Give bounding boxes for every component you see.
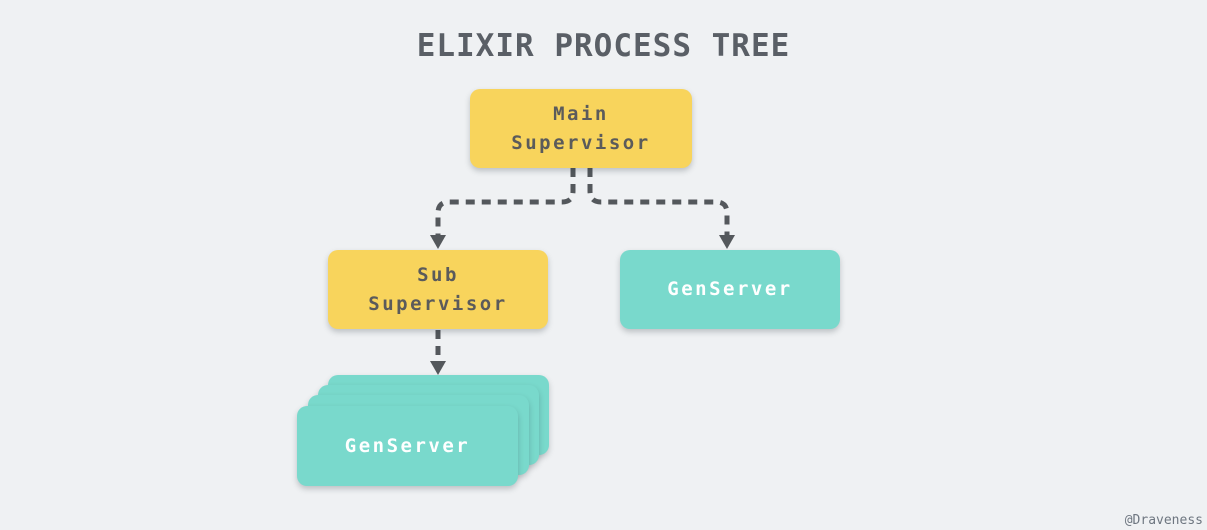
arrowhead-icon (430, 235, 446, 249)
edge-main-to-genserver (587, 168, 730, 235)
watermark-credit: @Draveness (1124, 513, 1203, 528)
node-genserver: GenServer (620, 250, 840, 329)
arrowhead-icon (430, 361, 446, 375)
node-sub-supervisor: Sub Supervisor (328, 250, 548, 329)
edge-main-to-sub (435, 168, 576, 235)
diagram-title: ELIXIR PROCESS TREE (416, 28, 791, 64)
arrowhead-icon (719, 235, 735, 249)
node-main-supervisor: Main Supervisor (470, 89, 692, 168)
genserver-stack-front: GenServer (297, 406, 518, 486)
